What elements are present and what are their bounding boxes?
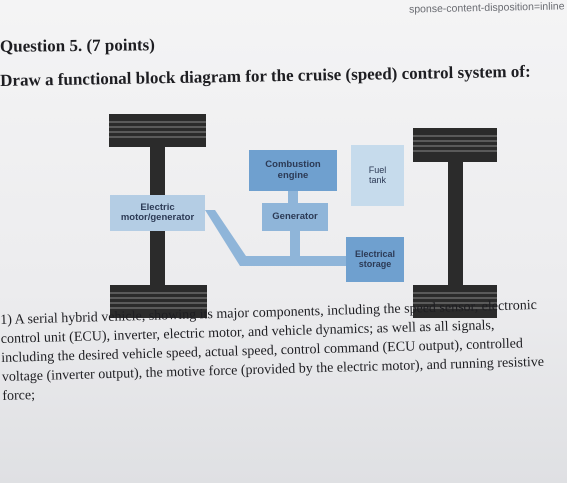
right-rear-wheel [413,285,497,318]
right-axle [448,161,463,286]
connector-lines [205,190,350,266]
left-front-wheel [109,114,206,147]
left-rear-wheel [110,285,207,318]
right-wheel-assembly [413,128,497,318]
combustion-engine-block: Combustion engine [249,150,337,191]
generator-block: Generator [262,203,328,231]
generator-down-link [290,230,300,266]
fuel-tank-block: Fuel tank [351,145,404,206]
electrical-storage-block: Electrical storage [346,237,404,282]
task-description: 1) A serial hybrid vehicle, showing its … [0,295,567,406]
left-wheel-assembly [109,114,207,318]
engine-generator-link [288,190,298,204]
bus-link [240,256,350,266]
motor-bus-link [205,210,250,266]
electric-motor-generator-block: Electric motor/generator [110,195,205,231]
